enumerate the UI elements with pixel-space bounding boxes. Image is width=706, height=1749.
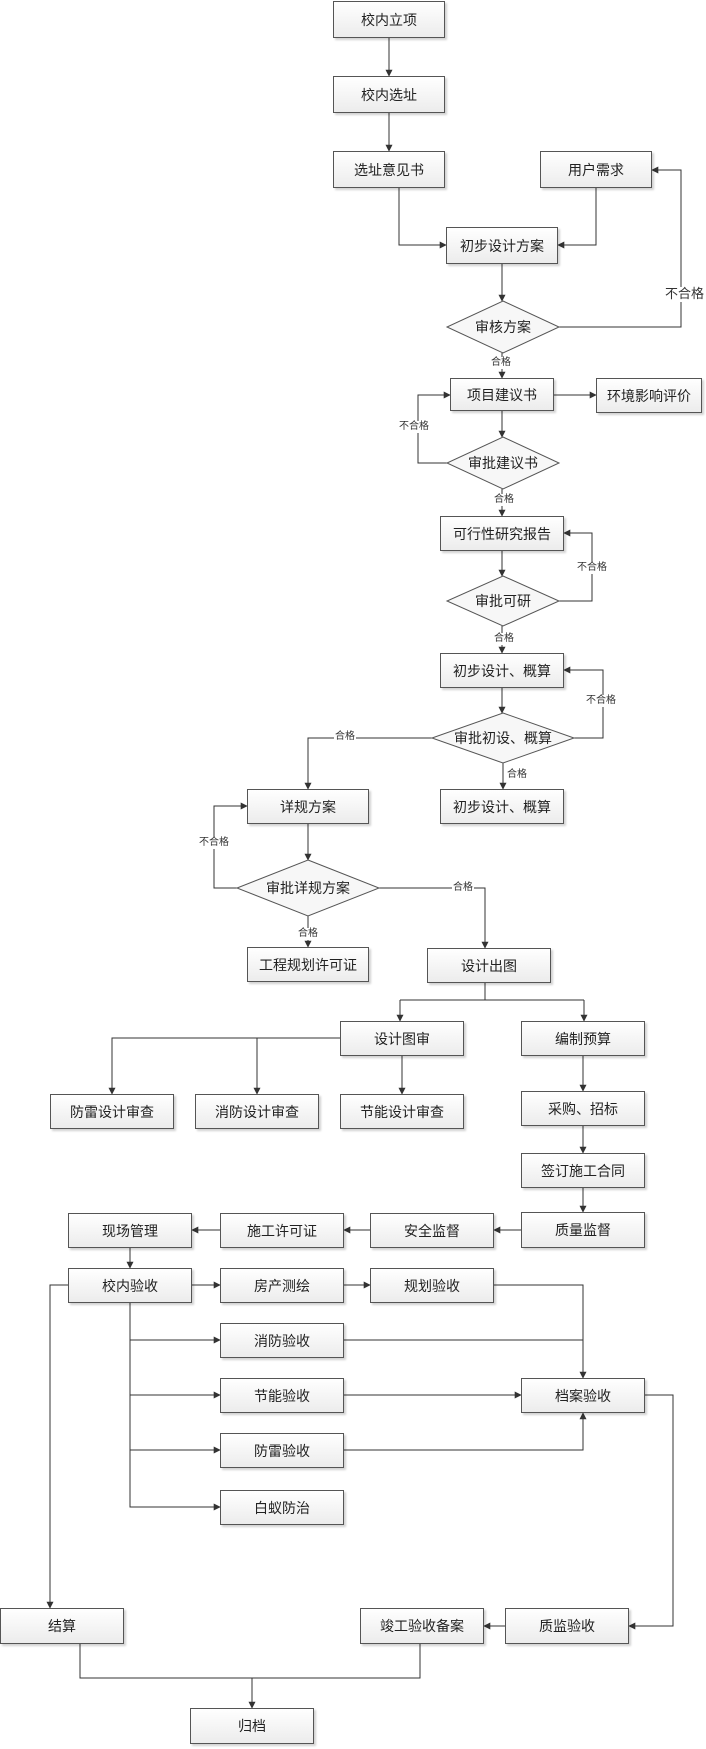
fail-label-7: 不合格 xyxy=(585,695,617,707)
node-fangchan[interactable]: 房产测绘 xyxy=(220,1268,344,1303)
node-xuanzhiyijianshu[interactable]: 选址意见书 xyxy=(333,151,445,188)
decision-shenhefangan[interactable] xyxy=(445,300,561,354)
node-caigou[interactable]: 采购、招标 xyxy=(521,1091,645,1126)
pass-label-8: 合格 xyxy=(334,731,356,743)
flow-arrow-27 xyxy=(108,1037,340,1095)
node-shejitushen[interactable]: 设计图审 xyxy=(340,1021,464,1056)
node-gongchengguihua[interactable]: 工程规划许可证 xyxy=(247,947,369,982)
flow-arrow-50 xyxy=(79,1644,421,1679)
node-zhijian[interactable]: 质监验收 xyxy=(505,1608,629,1644)
node-shigongxuke[interactable]: 施工许可证 xyxy=(220,1213,344,1248)
fail-label-3: 不合格 xyxy=(398,421,430,433)
node-jienengyanshou[interactable]: 节能验收 xyxy=(220,1378,344,1413)
decision-shenpijianyishu[interactable] xyxy=(445,436,561,490)
flow-arrow-18 xyxy=(304,737,432,790)
node-xiaofangsheji[interactable]: 消防设计审查 xyxy=(195,1094,319,1129)
flow-arrow-3 xyxy=(398,188,447,249)
flow-arrow-46 xyxy=(344,1412,587,1451)
node-baiyi[interactable]: 白蚁防治 xyxy=(220,1490,344,1525)
flow-arrow-22 xyxy=(379,887,489,949)
fail-label-5: 不合格 xyxy=(576,562,608,574)
decision-shapes xyxy=(235,300,576,917)
node-jiesuan[interactable]: 结算 xyxy=(0,1608,124,1644)
node-fangleiyanshou[interactable]: 防雷验收 xyxy=(220,1433,344,1468)
pass-label-12: 合格 xyxy=(297,928,319,940)
node-jienengsheji[interactable]: 节能设计审查 xyxy=(340,1094,464,1129)
node-fangleisheji[interactable]: 防雷设计审查 xyxy=(50,1094,174,1129)
node-xianchang[interactable]: 现场管理 xyxy=(68,1213,192,1248)
node-xiangmujianyishu[interactable]: 项目建议书 xyxy=(450,378,554,411)
node-xiaofangyanshou[interactable]: 消防验收 xyxy=(220,1323,344,1358)
pass-label-9: 合格 xyxy=(506,769,528,781)
flow-arrow-4 xyxy=(557,188,597,249)
decision-shenpichushe[interactable] xyxy=(430,712,576,764)
flow-arrow-49 xyxy=(46,1284,68,1609)
flow-arrow-47 xyxy=(628,1394,674,1630)
node-chubugaisuan2[interactable]: 初步设计、概算 xyxy=(440,789,564,824)
pass-label-6: 合格 xyxy=(493,633,515,645)
node-bianzhiyusuan[interactable]: 编制预算 xyxy=(521,1021,645,1056)
node-yonghuxuqiu[interactable]: 用户需求 xyxy=(540,151,652,188)
node-guihuayanshou[interactable]: 规划验收 xyxy=(370,1268,494,1303)
fail-label-1: 不合格 xyxy=(664,287,706,302)
pass-label-2: 合格 xyxy=(490,357,512,369)
node-qianding[interactable]: 签订施工合同 xyxy=(521,1153,645,1188)
pass-label-4: 合格 xyxy=(493,494,515,506)
flow-arrow-39 xyxy=(494,1284,587,1379)
node-huanjingpingjia[interactable]: 环境影响评价 xyxy=(596,378,702,413)
node-chubugaisuan1[interactable]: 初步设计、概算 xyxy=(440,653,564,688)
flow-arrows xyxy=(46,38,682,1709)
node-xiaoneilixiang[interactable]: 校内立项 xyxy=(333,1,445,38)
fail-label-10: 不合格 xyxy=(198,837,230,849)
pass-label-11: 合格 xyxy=(452,882,474,894)
node-shejichutu[interactable]: 设计出图 xyxy=(427,948,551,983)
node-guidang[interactable]: 归档 xyxy=(190,1708,314,1744)
node-kexingxing[interactable]: 可行性研究报告 xyxy=(440,516,564,551)
node-xiaoneiyanshou[interactable]: 校内验收 xyxy=(68,1268,192,1303)
node-dangan[interactable]: 档案验收 xyxy=(521,1378,645,1413)
decision-shenpikeyan[interactable] xyxy=(445,575,561,627)
node-zhiliang[interactable]: 质量监督 xyxy=(521,1212,645,1248)
flow-arrow-6 xyxy=(559,166,682,328)
node-jungong[interactable]: 竣工验收备案 xyxy=(360,1608,484,1644)
decision-shenpixianggui[interactable] xyxy=(235,859,381,917)
node-anquan[interactable]: 安全监督 xyxy=(370,1213,494,1248)
node-xiaoneixuanzhi[interactable]: 校内选址 xyxy=(333,76,445,113)
node-xianggui[interactable]: 详规方案 xyxy=(247,789,369,824)
node-chubusheji[interactable]: 初步设计方案 xyxy=(446,227,558,264)
flow-arrow-40 xyxy=(129,1303,221,1511)
